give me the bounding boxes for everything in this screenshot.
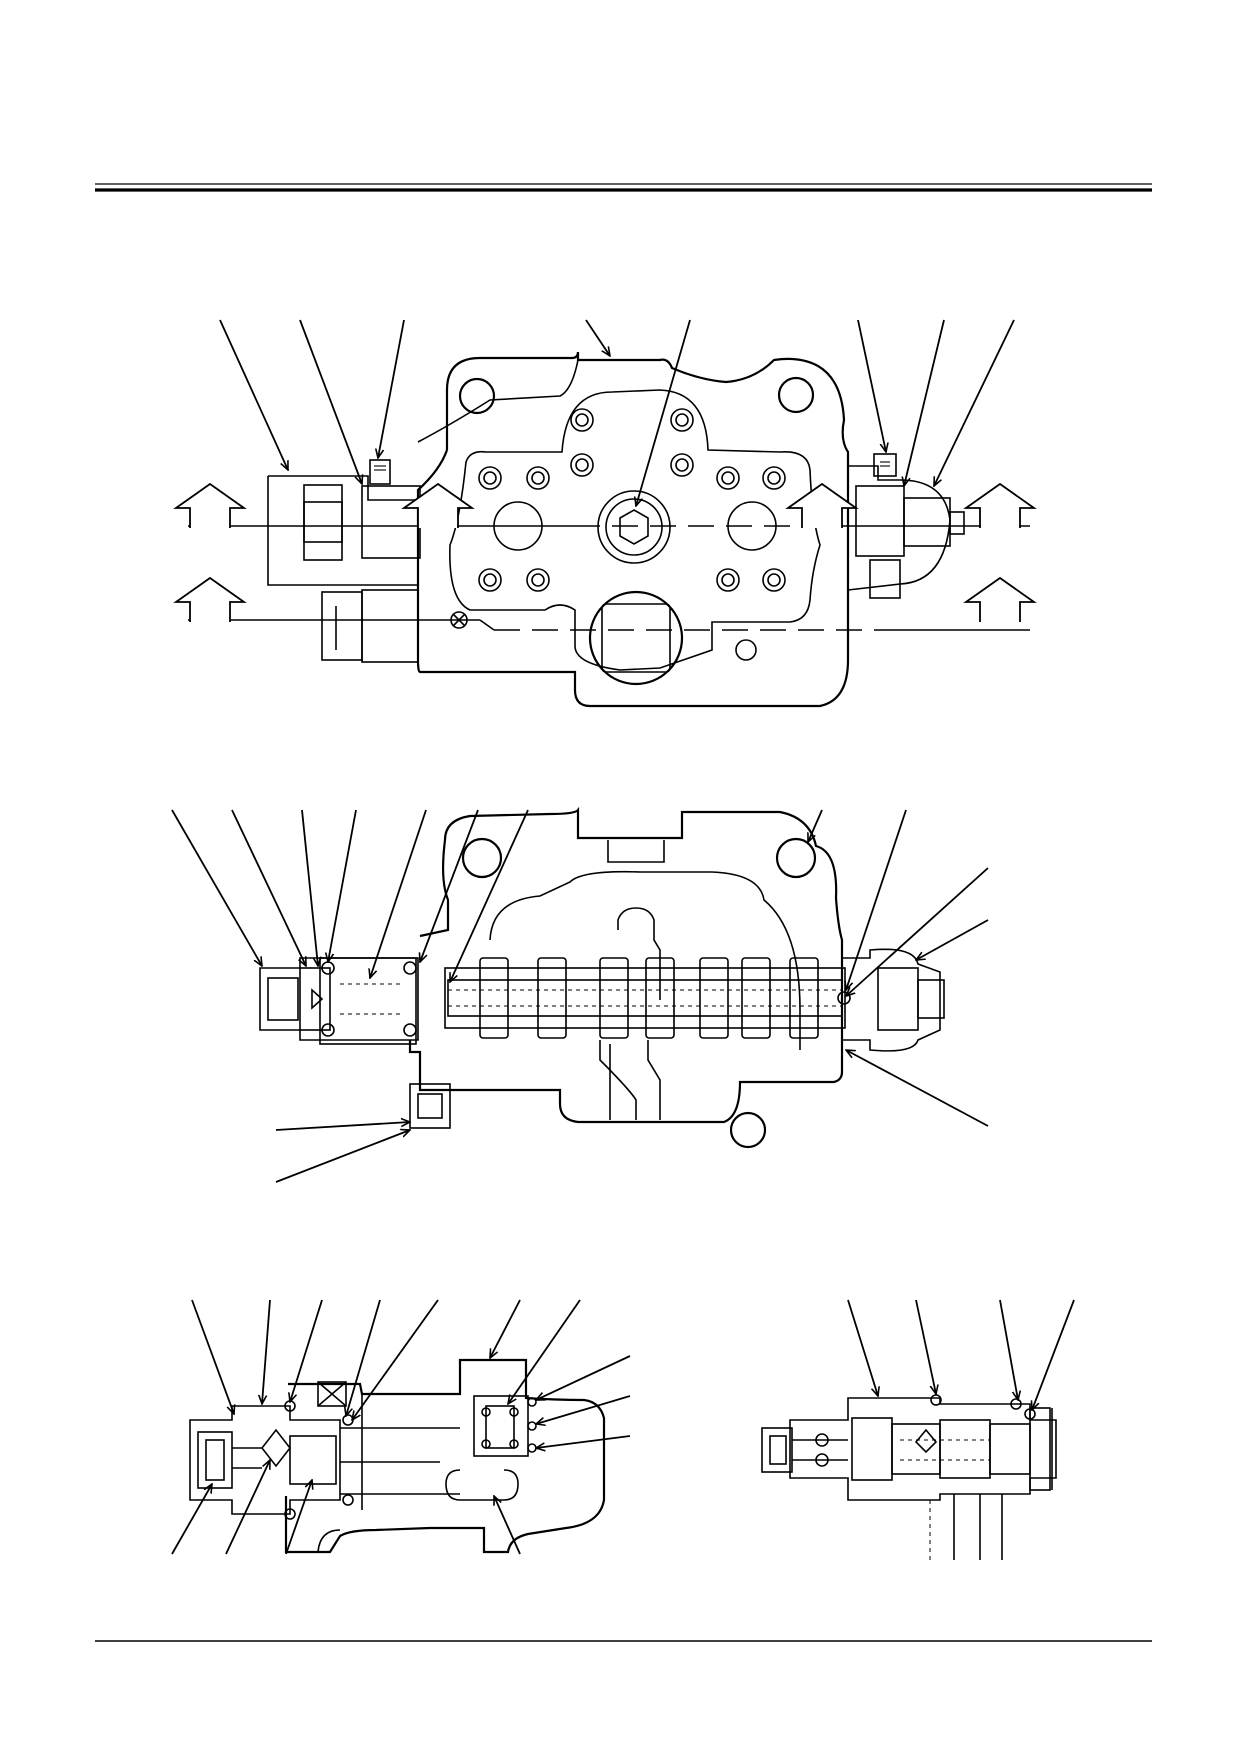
spool-lands [479, 957, 819, 1039]
leader-lines-view2 [171, 809, 989, 1183]
bolt-hole-pattern [478, 408, 786, 661]
header-rule [95, 183, 1152, 192]
figure-external-view [175, 319, 1035, 708]
leader-lines-view1 [219, 319, 1015, 506]
figure-relief-valve-section [171, 1299, 631, 1555]
leader-lines-view3 [171, 1299, 631, 1555]
figure-port-relief-valve [761, 1299, 1075, 1560]
figure-spool-section [171, 806, 989, 1183]
leader-lines-view4 [847, 1299, 1075, 1410]
